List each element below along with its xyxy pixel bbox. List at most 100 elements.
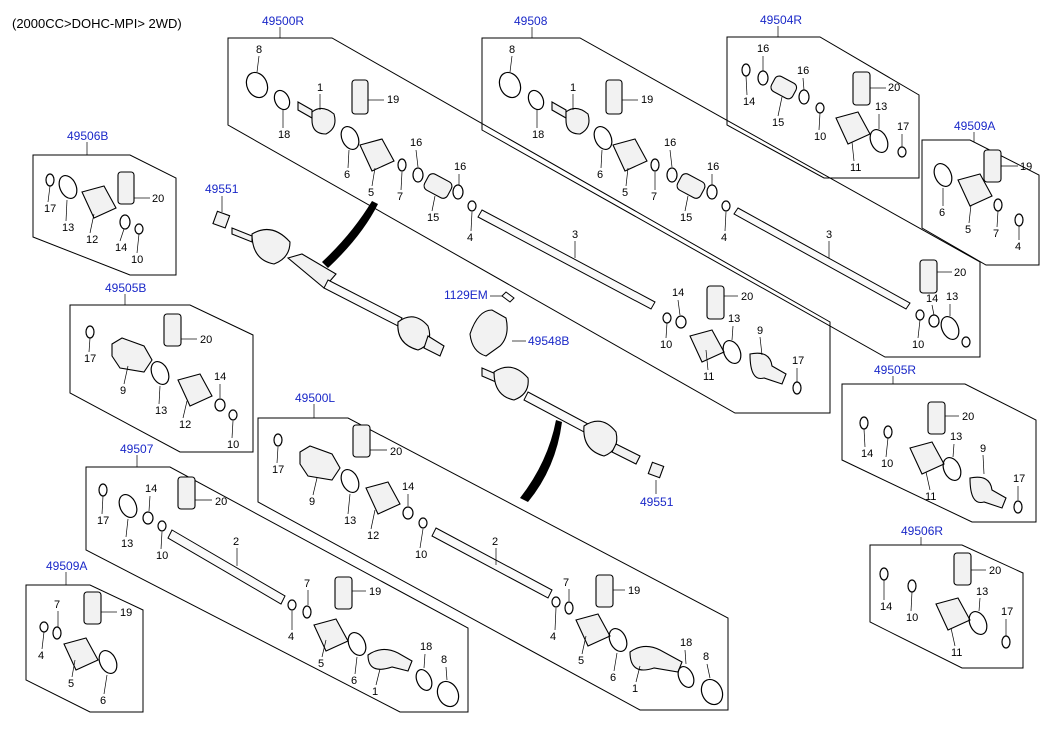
callout-number: 12 bbox=[367, 530, 379, 542]
ref-49500R[interactable]: 49500R bbox=[262, 14, 304, 28]
callout-number: 18 bbox=[278, 129, 290, 141]
callout-number: 4 bbox=[38, 650, 44, 662]
callout-number: 13 bbox=[875, 101, 887, 113]
callout-number: 16 bbox=[410, 137, 422, 149]
callout-number: 16 bbox=[797, 65, 809, 77]
callout-number: 7 bbox=[304, 578, 310, 590]
callout-number: 7 bbox=[563, 577, 569, 589]
callout-number: 6 bbox=[610, 672, 616, 684]
callout-number: 10 bbox=[131, 254, 143, 266]
panel-49509A-bottom bbox=[25, 584, 144, 713]
callout-number: 20 bbox=[954, 267, 966, 279]
engine-spec-header: (2000CC>DOHC-MPI> 2WD) bbox=[12, 16, 182, 31]
callout-number: 4 bbox=[288, 631, 294, 643]
group-49505R bbox=[859, 401, 1023, 514]
callout-number: 4 bbox=[467, 232, 473, 244]
group-49506R bbox=[879, 552, 1011, 649]
callout-number: 6 bbox=[351, 675, 357, 687]
callout-number: 17 bbox=[792, 355, 804, 367]
ref-49506B[interactable]: 49506B bbox=[67, 129, 108, 143]
callout-number: 12 bbox=[179, 419, 191, 431]
callout-number: 19 bbox=[628, 585, 640, 597]
panel-49500L bbox=[257, 417, 729, 711]
callout-number: 13 bbox=[62, 222, 74, 234]
labels-49508-lower: 20 14 13 10 bbox=[912, 267, 966, 351]
callout-number: 10 bbox=[814, 131, 826, 143]
callout-number: 5 bbox=[68, 678, 74, 690]
callout-number: 1 bbox=[317, 82, 323, 94]
callout-number: 12 bbox=[86, 234, 98, 246]
callout-number: 13 bbox=[728, 313, 740, 325]
callout-number: 19 bbox=[387, 94, 399, 106]
callout-number: 3 bbox=[572, 229, 578, 241]
group-49509A-bottom bbox=[39, 591, 118, 674]
callout-number: 6 bbox=[939, 207, 945, 219]
callout-number: 18 bbox=[532, 129, 544, 141]
panel-49506R bbox=[869, 544, 1024, 669]
callout-number: 7 bbox=[397, 191, 403, 203]
callout-number: 17 bbox=[44, 203, 56, 215]
callout-number: 5 bbox=[965, 224, 971, 236]
callout-number: 11 bbox=[951, 647, 962, 659]
labels-49509A-top: 19 6 5 7 4 bbox=[939, 161, 1032, 253]
ref-49551-bottom[interactable]: 49551 bbox=[640, 495, 674, 509]
callout-number: 13 bbox=[976, 586, 988, 598]
callout-number: 8 bbox=[509, 44, 515, 56]
labels-49509A-bottom: 7 19 4 5 6 bbox=[38, 599, 132, 707]
callout-number: 19 bbox=[369, 586, 381, 598]
callout-number: 17 bbox=[1001, 606, 1013, 618]
panel-49506B bbox=[32, 154, 177, 276]
ref-1129EM[interactable]: 1129EM bbox=[444, 288, 488, 302]
callout-number: 16 bbox=[454, 161, 466, 173]
callout-number: 7 bbox=[651, 191, 657, 203]
ref-49506R[interactable]: 49506R bbox=[901, 524, 943, 538]
callout-number: 20 bbox=[962, 411, 974, 423]
ref-49508[interactable]: 49508 bbox=[514, 14, 548, 28]
ref-49500L[interactable]: 49500L bbox=[295, 391, 335, 405]
labels-49507: 17 14 20 13 10 2 7 19 4 5 6 18 8 1 bbox=[97, 483, 448, 698]
callout-number: 18 bbox=[420, 641, 432, 653]
callout-number: 19 bbox=[1020, 161, 1032, 173]
callout-number: 6 bbox=[597, 169, 603, 181]
callout-number: 20 bbox=[989, 565, 1001, 577]
labels-49506B: 20 17 13 12 14 10 bbox=[44, 185, 164, 266]
callout-number: 2 bbox=[233, 536, 239, 548]
ref-49504R[interactable]: 49504R bbox=[760, 13, 802, 27]
group-49506B bbox=[45, 171, 144, 235]
callout-number: 14 bbox=[743, 96, 755, 108]
panel-49504R bbox=[726, 36, 920, 179]
callout-number: 20 bbox=[200, 334, 212, 346]
callout-number: 4 bbox=[721, 232, 727, 244]
ref-49509A-top[interactable]: 49509A bbox=[954, 119, 995, 133]
callout-number: 14 bbox=[145, 483, 157, 495]
labels-49505R: 20 13 9 14 10 11 17 bbox=[861, 411, 1025, 503]
callout-number: 16 bbox=[664, 137, 676, 149]
callout-number: 20 bbox=[152, 193, 164, 205]
ref-49507[interactable]: 49507 bbox=[120, 442, 154, 456]
callout-number: 17 bbox=[84, 353, 96, 365]
callout-number: 9 bbox=[980, 443, 986, 455]
group-49500R-lower bbox=[662, 285, 802, 395]
callout-number: 3 bbox=[826, 229, 832, 241]
callout-number: 8 bbox=[441, 654, 447, 666]
callout-number: 8 bbox=[256, 44, 262, 56]
callout-number: 20 bbox=[215, 496, 227, 508]
callout-number: 19 bbox=[641, 94, 653, 106]
ref-49509A-bottom[interactable]: 49509A bbox=[46, 559, 87, 573]
ref-49505B[interactable]: 49505B bbox=[105, 281, 146, 295]
labels-49505B: 17 20 9 13 14 12 10 bbox=[84, 334, 239, 451]
ref-49548B[interactable]: 49548B bbox=[528, 334, 569, 348]
callout-number: 13 bbox=[155, 405, 167, 417]
callout-number: 10 bbox=[156, 550, 168, 562]
callout-number: 4 bbox=[1015, 241, 1021, 253]
group-49507 bbox=[98, 476, 460, 708]
ref-49551-top[interactable]: 49551 bbox=[205, 182, 239, 196]
callout-number: 5 bbox=[578, 655, 584, 667]
callout-number: 15 bbox=[427, 212, 439, 224]
ref-49505R[interactable]: 49505R bbox=[874, 363, 916, 377]
callout-number: 9 bbox=[309, 496, 315, 508]
callout-number: 9 bbox=[120, 385, 126, 397]
callout-number: 1 bbox=[570, 82, 576, 94]
labels-49504R: 16 16 14 15 10 20 13 11 17 bbox=[743, 43, 909, 174]
main-shaft-assembly-upper bbox=[212, 201, 656, 357]
